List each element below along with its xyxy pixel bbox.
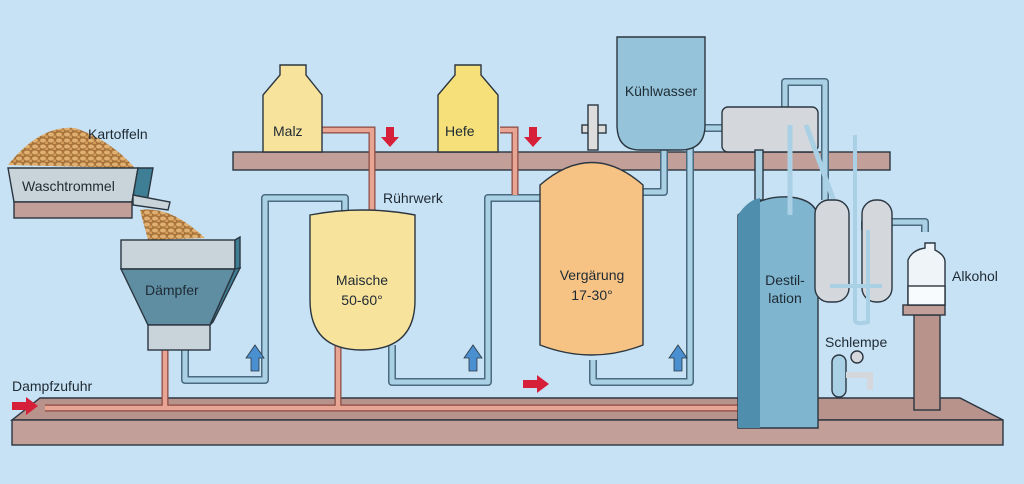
daempfer-label: Dämpfer (145, 282, 199, 298)
alkohol-jug (902, 242, 946, 411)
vergaerung-label: Vergärung (560, 267, 625, 283)
destillation-column: Destil- lation (737, 196, 819, 429)
water-up-arrow-icon (245, 344, 265, 372)
hefe-down-arrow-icon (524, 127, 542, 147)
hefe-container: Hefe (437, 64, 499, 153)
destillation-label: Destil- (765, 272, 805, 288)
alkohol-label: Alkohol (952, 268, 998, 284)
vergaerung-temp: 17-30° (571, 287, 612, 303)
kuehlwasser-label: Kühlwasser (625, 83, 698, 99)
falling-potatoes (140, 209, 205, 240)
malz-down-arrow-icon (381, 127, 399, 147)
heat-exchanger (721, 106, 819, 153)
steam-pipes (45, 126, 745, 412)
maische-label: Maische (336, 272, 388, 288)
maische-tank: Maische 50-60° (309, 209, 416, 351)
water-up-arrow-icon (668, 344, 688, 372)
vergaerung-tank: Vergärung 17-30° (539, 104, 644, 356)
kuehlwasser-tank: Kühlwasser (616, 36, 706, 151)
malz-container: Malz (262, 64, 323, 153)
steam-in-arrow-icon (12, 397, 38, 415)
waschtrommel-label: Waschtrommel (22, 178, 115, 194)
destillation-label-2: lation (768, 290, 801, 306)
condensers (814, 135, 893, 326)
kartoffeln-label: Kartoffeln (88, 126, 148, 142)
malz-label: Malz (273, 123, 303, 139)
schlempe-label: Schlempe (825, 334, 887, 350)
maische-temp: 50-60° (341, 292, 382, 308)
schlempe-tap (831, 350, 873, 398)
ruehrwerk-label: Rührwerk (383, 190, 444, 206)
waschtrommel: Waschtrommel (7, 127, 171, 219)
water-up-arrow-icon (463, 344, 483, 372)
potato-pile (8, 127, 135, 168)
daempfer: Dämpfer (119, 235, 242, 351)
flow-right-arrow-icon (523, 375, 549, 393)
hefe-label: Hefe (445, 123, 475, 139)
dampfzufuhr-label: Dampfzufuhr (12, 378, 92, 394)
